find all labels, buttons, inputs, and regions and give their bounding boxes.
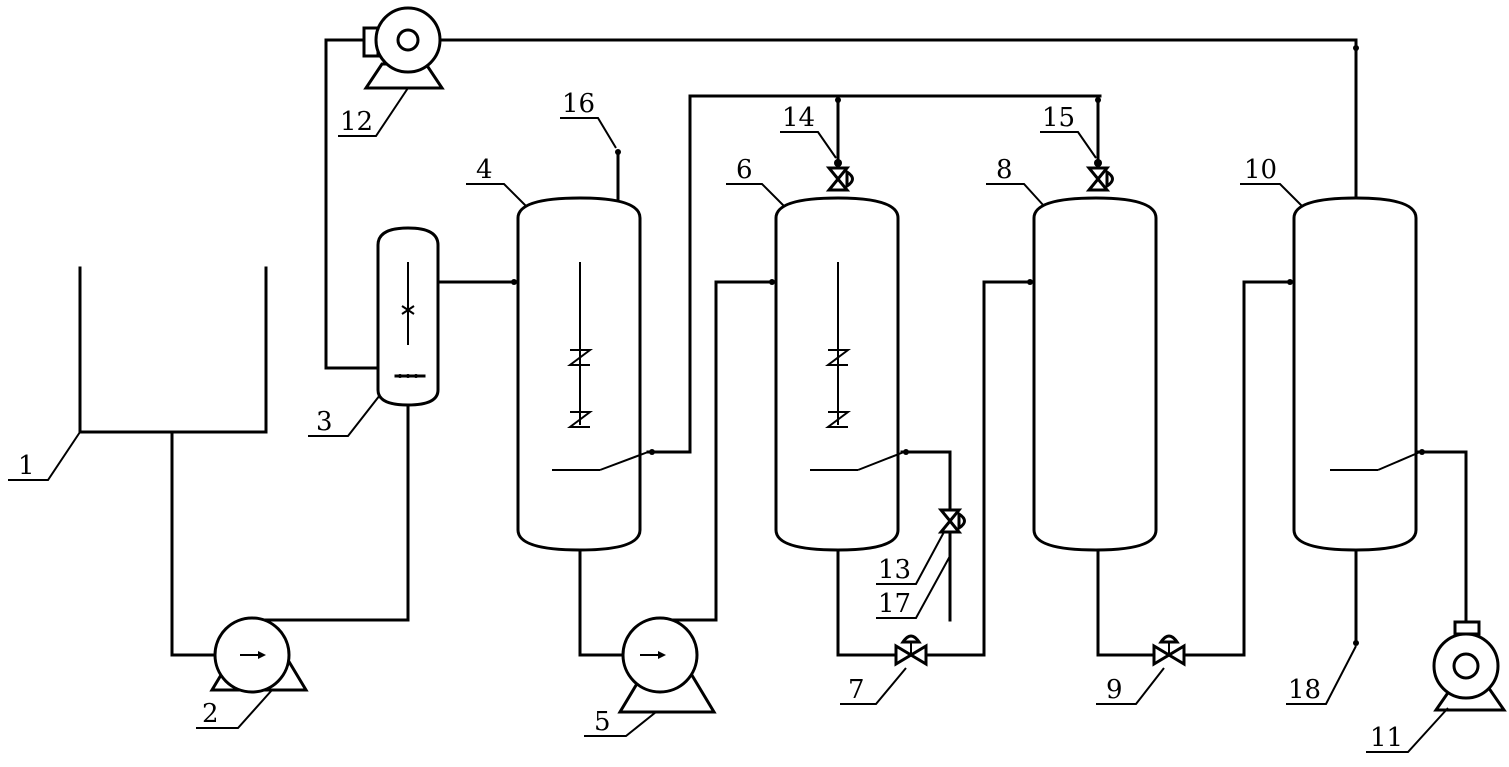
- label-6: 6: [736, 155, 753, 185]
- vessel-3: [376, 226, 440, 407]
- label-9: 9: [1106, 675, 1123, 705]
- column-10: [1292, 196, 1421, 552]
- label-12: 12: [340, 107, 373, 137]
- vessel-8: [1032, 196, 1158, 552]
- label-18: 18: [1288, 675, 1321, 705]
- label-15: 15: [1042, 103, 1075, 133]
- label-16: 16: [562, 89, 595, 119]
- label-7: 7: [848, 675, 865, 705]
- valve-13: [937, 508, 966, 534]
- label-10: 10: [1244, 155, 1277, 185]
- piping: [170, 38, 1468, 657]
- label-5: 5: [594, 707, 611, 737]
- valve-7: [894, 634, 928, 667]
- storage-tank-1: [78, 266, 268, 434]
- label-13: 13: [878, 555, 911, 585]
- label-8: 8: [996, 155, 1013, 185]
- leader-lines: [8, 87, 1449, 753]
- reactor-vessel-4: [516, 196, 649, 552]
- label-3: 3: [316, 407, 333, 437]
- label-1: 1: [18, 451, 35, 481]
- equipment-labels: 1 2 3 4 5 6 7 8 9 10 11 12 13 14 15 16 1…: [18, 89, 1403, 753]
- reactor-vessel-6: [774, 196, 905, 552]
- pump-2: [209, 616, 309, 694]
- label-2: 2: [202, 699, 219, 729]
- pump-11: [1432, 620, 1507, 712]
- valve-9: [1152, 634, 1186, 667]
- pipe-junction-markers: [511, 45, 1425, 646]
- valve-14: [825, 159, 854, 192]
- valve-15: [1085, 159, 1114, 192]
- label-14: 14: [782, 103, 815, 133]
- compressor-12: [362, 6, 445, 90]
- label-11: 11: [1370, 723, 1403, 753]
- label-17: 17: [878, 589, 911, 619]
- label-4: 4: [476, 155, 493, 185]
- pump-5: [617, 616, 717, 714]
